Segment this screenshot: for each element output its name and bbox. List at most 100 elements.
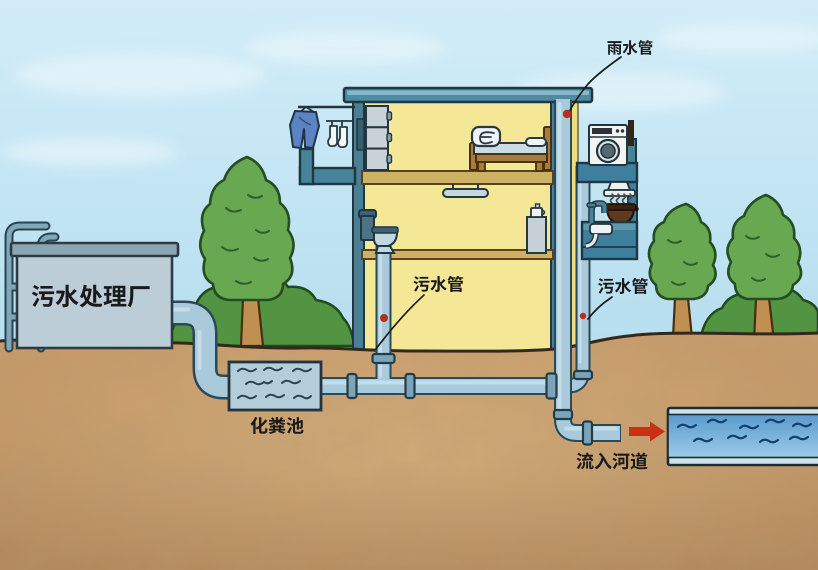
foliage-mark (225, 207, 242, 213)
glyph-char (631, 277, 648, 295)
pants-fold-line (298, 116, 312, 126)
balcony-lip (298, 147, 315, 186)
pot-rim (604, 203, 637, 211)
glyph-char (607, 41, 622, 55)
steam (609, 193, 633, 204)
water-wave (764, 418, 786, 424)
washer-knob (620, 129, 625, 133)
toilet (358, 209, 399, 254)
tree-foliage (726, 193, 803, 301)
pointer-rain-pipe (569, 56, 622, 111)
tree-foliage-marks (745, 235, 780, 282)
cup-handle (541, 209, 546, 216)
bed (469, 125, 552, 172)
washer-knob (615, 129, 620, 133)
water-dispenser (526, 203, 547, 254)
wardrobe-handle (386, 154, 393, 164)
pillow (525, 137, 547, 147)
tree-foliage-marks (221, 194, 270, 285)
pipe-flange (552, 408, 574, 421)
wardrobe-drawer (365, 105, 389, 129)
ladder-rail (6, 223, 49, 351)
foliage-mark (751, 277, 766, 282)
steam-puff (627, 193, 633, 204)
glyph-char (447, 275, 464, 293)
wardrobe (365, 105, 393, 172)
water-wave (706, 418, 728, 424)
soil-shading-group (0, 333, 818, 570)
washing-machine (588, 124, 628, 166)
roof-highlight (347, 90, 589, 95)
water-wave (758, 438, 780, 444)
toilet-seat (371, 226, 399, 234)
tree-foliage (198, 155, 295, 302)
washer-display (592, 128, 612, 134)
glyph-char (127, 286, 150, 308)
water-wave (237, 394, 257, 400)
water-wave (726, 434, 748, 440)
water-wave (692, 437, 714, 443)
red-dot-marker (380, 314, 388, 322)
lamp-tube (442, 188, 489, 198)
cloud (15, 53, 265, 97)
cup (530, 207, 543, 218)
pointer-sewage-outdoor (587, 296, 613, 320)
sink-drain-hose-core (585, 233, 598, 248)
toilet-base (374, 245, 396, 254)
hanging-pants (289, 110, 320, 149)
cloud (655, 23, 818, 53)
foliage-mark (667, 239, 682, 244)
ceiling-lamp (442, 184, 489, 198)
glyph-char (268, 417, 286, 434)
glyph-char (250, 416, 268, 434)
foliage-mark (671, 281, 686, 286)
tree-trunk (239, 296, 265, 348)
label-treatment-plant: 污水处理厂 (31, 284, 150, 308)
septic-tank (227, 360, 323, 412)
water-wave (265, 393, 285, 399)
tree-right-2 (726, 193, 803, 343)
mid-floor-slab (361, 170, 554, 185)
glyph-char (598, 278, 614, 294)
glyph-char (576, 452, 594, 470)
water-wave (245, 380, 273, 386)
label-rain-pipe: 雨水管 (607, 40, 653, 55)
foliage-mark (247, 194, 263, 199)
tree-foliage-marks (667, 239, 698, 286)
label-pointers (375, 56, 622, 350)
foliage-mark (253, 257, 269, 262)
ground-floor-slab (361, 249, 554, 260)
flow-arrow-icon (629, 421, 665, 442)
glyph-char (286, 417, 304, 434)
water-wave (292, 367, 312, 373)
wardrobe-handle (386, 132, 393, 143)
glyph-char (638, 40, 653, 55)
water-wave (676, 423, 698, 429)
water-wave (791, 422, 813, 428)
water-wave (788, 435, 810, 441)
faucet (586, 200, 608, 223)
duvet-fold-line (479, 131, 495, 145)
treatment-plant: 污水处理厂 (4, 221, 180, 353)
wall-panel (356, 118, 365, 151)
pipe-flange (545, 372, 558, 400)
exterior-utility-unit (575, 120, 639, 261)
tree-left (198, 155, 295, 348)
glyph-char (630, 452, 648, 470)
hood-duct (606, 181, 632, 191)
bed-leg (535, 161, 544, 172)
dispenser-body (526, 216, 547, 254)
ground-soil (0, 331, 818, 570)
steam-puff (621, 193, 627, 204)
steam-puff (615, 193, 621, 204)
water-wave (738, 424, 760, 430)
label-flow-into-river: 流入河道 (576, 452, 648, 470)
washer-drum (600, 143, 616, 159)
bed-frame (475, 153, 548, 163)
pipe-flange (581, 420, 594, 446)
steam-puff (609, 193, 615, 204)
wardrobe-drawer (365, 126, 389, 150)
plant-lid (9, 241, 180, 258)
foliage-mark (683, 261, 698, 266)
